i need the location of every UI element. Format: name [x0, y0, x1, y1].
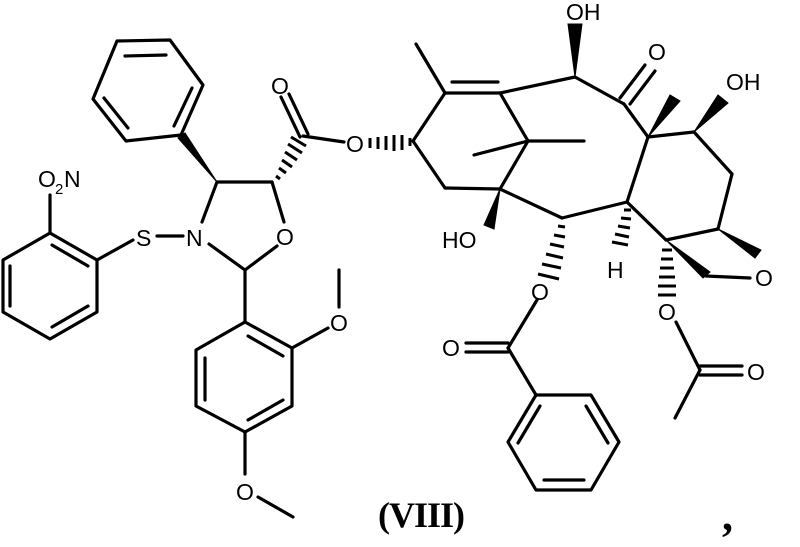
hydroxyl-left: HO [442, 227, 477, 253]
benzoate-link-oxygen: O [531, 279, 549, 305]
c7-oh-wedge [693, 94, 729, 133]
c8-methyl-wedge [647, 94, 681, 138]
c1-oh-wedge [483, 188, 501, 230]
nitrophenyl-ring [1, 193, 135, 341]
c10-oh-wedge [567, 23, 583, 78]
nitro-group-label: O 2 N [38, 166, 81, 198]
taxane-a-ring [411, 42, 586, 191]
ketone-oxygen: O [648, 39, 666, 65]
dimethoxyphenyl-ring [194, 268, 341, 519]
oxetane-ring [665, 228, 762, 280]
svg-text:2: 2 [55, 181, 63, 198]
benzoate-group [464, 298, 621, 492]
ester-group [275, 92, 346, 181]
c3-hydrogen-hash [611, 208, 632, 247]
oxetane-oxygen: O [755, 265, 773, 291]
sulfur-atom: S [136, 225, 151, 251]
oxazolidine-oxygen: O [276, 224, 294, 250]
ring-hydrogen: H [607, 257, 624, 283]
hydroxyl-top: OH [566, 0, 601, 25]
nitrogen-atom: N [186, 225, 203, 251]
ester-link-oxygen: O [346, 131, 364, 157]
acetate-carbonyl-oxygen: O [747, 359, 765, 385]
acetate-group [673, 320, 744, 420]
oxazolidine-ring [200, 180, 286, 324]
taxane-b-ring [498, 63, 657, 220]
c13-hashed-bond [368, 135, 412, 151]
svg-text:O: O [38, 166, 56, 192]
benzoate-carbonyl-oxygen: O [442, 335, 460, 361]
acetate-link-oxygen: O [658, 299, 676, 325]
hydroxyl-right: OH [726, 69, 761, 95]
phenyl-ring [91, 38, 218, 183]
ester-carbonyl-oxygen: O [271, 73, 289, 99]
svg-text:N: N [64, 166, 81, 192]
trailing-comma: , [722, 491, 733, 540]
taxane-c-ring [625, 130, 734, 242]
c2-benzoate-hash [537, 224, 566, 281]
methoxy-oxygen-top: O [330, 310, 348, 336]
c4-acetate-hash [658, 248, 676, 297]
compound-label: (VIII) [378, 495, 465, 535]
methoxy-oxygen-bottom: O [236, 479, 254, 505]
